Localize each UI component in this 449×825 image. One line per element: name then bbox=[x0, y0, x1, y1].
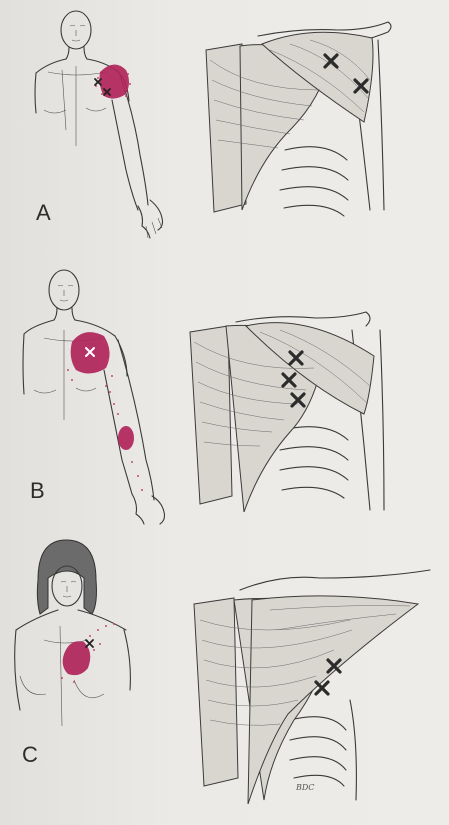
panel-c-pec-major bbox=[248, 596, 418, 804]
artist-signature: BDC bbox=[295, 783, 314, 792]
